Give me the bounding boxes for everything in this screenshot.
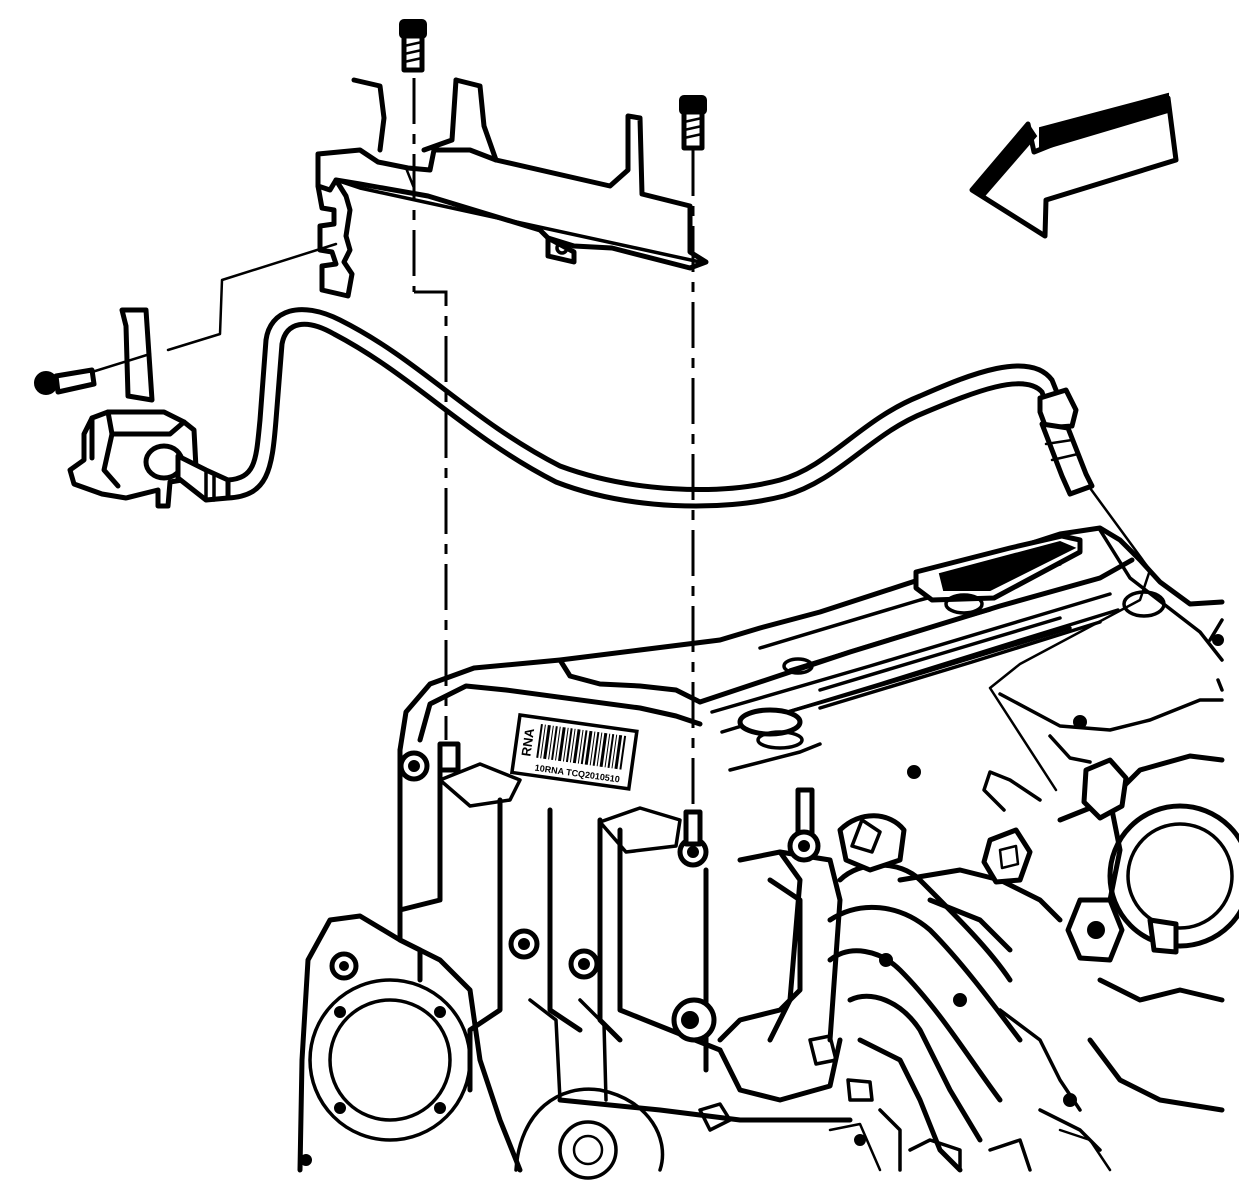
engine-id-label: 10RNA TCQ2010510 RNA [509,713,639,791]
solenoid-bolt [34,367,97,395]
barcode [536,724,627,770]
intake-manifold [397,525,1225,779]
purge-hose [225,307,1152,792]
lower-bracket [300,877,874,1166]
throttle-body [982,618,1239,1113]
alignment-lines [412,78,695,830]
manifold-bolts [329,741,821,1043]
solenoid-valve-icon [67,307,231,509]
fuel-rail-and-hoses [827,813,1112,1173]
engine-front-cover [297,913,732,1180]
direction-arrow-icon [969,92,1179,239]
bracket-bolt-left [399,19,427,73]
leader-line-solenoid [90,242,338,374]
manifold-runners [397,747,853,1123]
solenoid-bracket [315,77,709,299]
bracket-bolt-right [679,95,707,151]
engine-code-side-text: RNA [518,727,537,758]
